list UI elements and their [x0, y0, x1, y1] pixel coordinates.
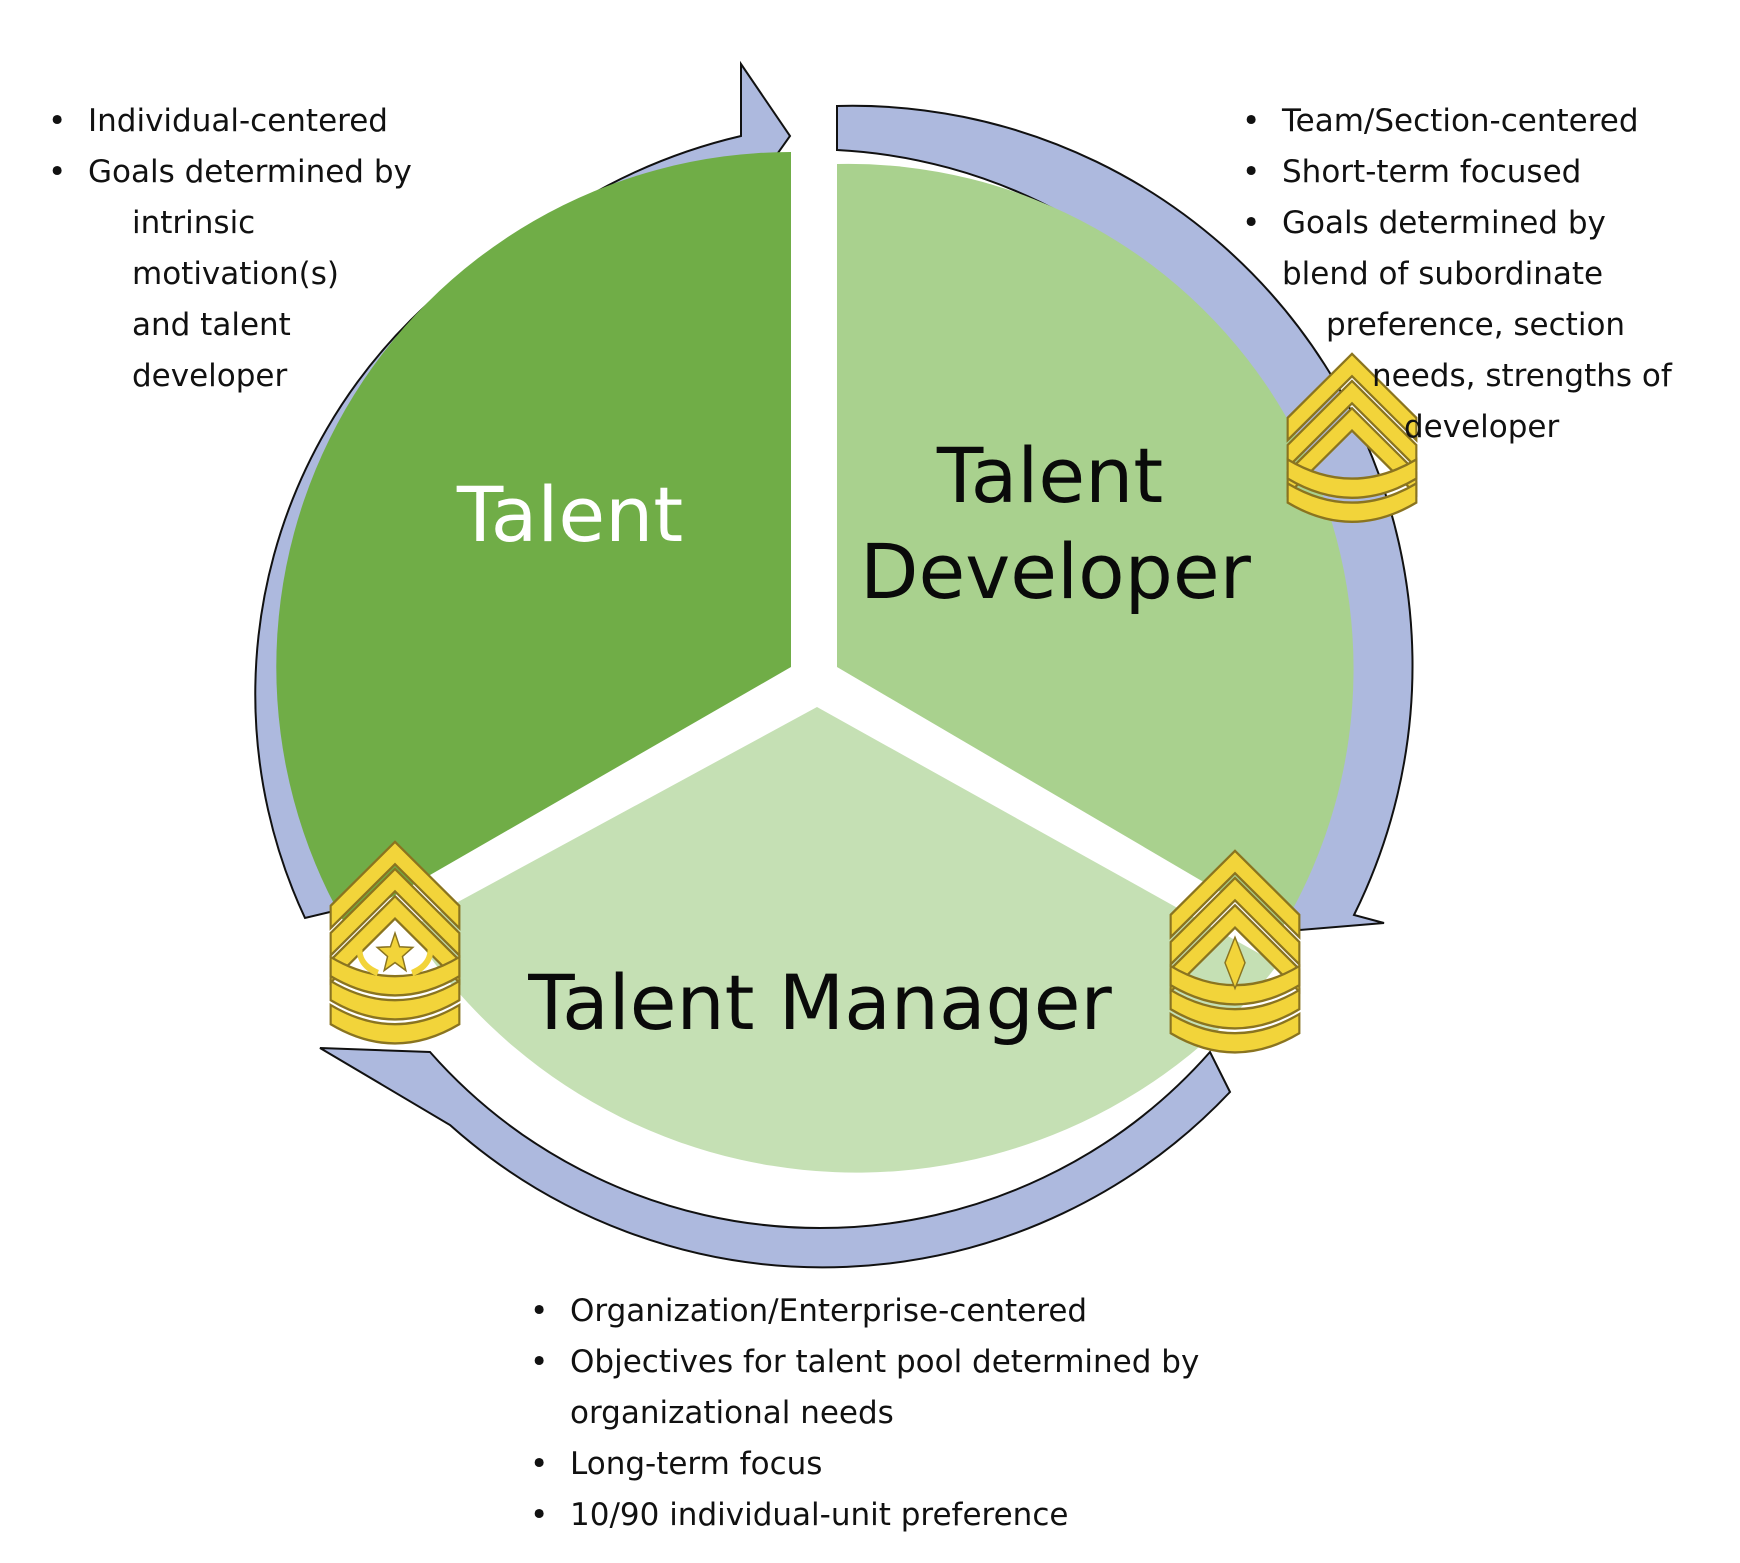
list-item-continuation: needs, strengths of	[1372, 358, 1672, 394]
talent-developer-bullet-list: Team/Section-centered Short-term focused…	[1242, 96, 1712, 453]
list-item-continuation: blend of subordinate	[1282, 256, 1604, 292]
wreath-icon	[356, 940, 434, 976]
rocker-stripe	[1286, 481, 1418, 523]
list-item-continuation: preference, section	[1326, 307, 1626, 343]
diamond-icon	[1224, 935, 1246, 991]
wedge-talent-developer	[837, 163, 1354, 929]
talent-developer-label-line2: Developer	[860, 527, 1251, 616]
talent-developer-label-line1: Talent	[936, 431, 1164, 520]
rocker-stripe	[1286, 457, 1418, 499]
rocker-stripe	[329, 1003, 461, 1045]
list-item: Goals determined by	[48, 147, 488, 198]
rocker-stripe	[1169, 988, 1301, 1030]
sergeant-first-class-insignia	[1286, 352, 1418, 523]
list-item-continuation: motivation(s)	[132, 256, 339, 292]
chevron-stripe	[1169, 849, 1301, 940]
list-item: Team/Section-centered	[1242, 96, 1712, 147]
list-item: Individual-centered	[48, 96, 488, 147]
list-item: Long-term focus	[530, 1439, 1290, 1490]
talent-manager-bullet-list: Organization/Enterprise-centered Objecti…	[530, 1286, 1290, 1541]
rocker-stripe	[329, 979, 461, 1021]
list-item-continuation: organizational needs	[570, 1395, 894, 1431]
rocker-stripe	[1169, 1012, 1301, 1054]
wedge-talent	[276, 152, 791, 924]
talent-label: Talent	[456, 470, 684, 559]
list-item-continuation: and talent	[132, 307, 291, 343]
chevron-stripe	[329, 840, 461, 931]
talent-developer-label: Talent Developer	[860, 428, 1251, 620]
cycle-arrow-bottom	[319, 1047, 1232, 1269]
list-item-continuation: developer	[132, 358, 288, 394]
command-sergeant-major-insignia	[329, 840, 461, 1045]
list-item-continuation: developer	[1404, 409, 1560, 445]
list-item: Short-term focused	[1242, 147, 1712, 198]
chevron-stripe	[1169, 876, 1301, 968]
chevron-stripe	[1286, 352, 1418, 443]
talent-bullet-list: Individual-centered Goals determined by …	[48, 96, 488, 402]
list-item: Goals determined by	[1242, 198, 1712, 249]
chevron-stripe	[329, 867, 461, 959]
list-item: 10/90 individual-unit preference	[530, 1490, 1290, 1541]
talent-manager-label: Talent Manager	[528, 958, 1112, 1047]
list-item: Organization/Enterprise-centered	[530, 1286, 1290, 1337]
list-item-continuation: intrinsic	[132, 205, 256, 241]
rocker-stripe	[1169, 964, 1301, 1006]
first-sergeant-insignia	[1169, 849, 1301, 1054]
list-item: Objectives for talent pool determined by	[530, 1337, 1290, 1388]
star-icon	[375, 930, 415, 973]
wedge-talent-manager	[410, 707, 1278, 1173]
